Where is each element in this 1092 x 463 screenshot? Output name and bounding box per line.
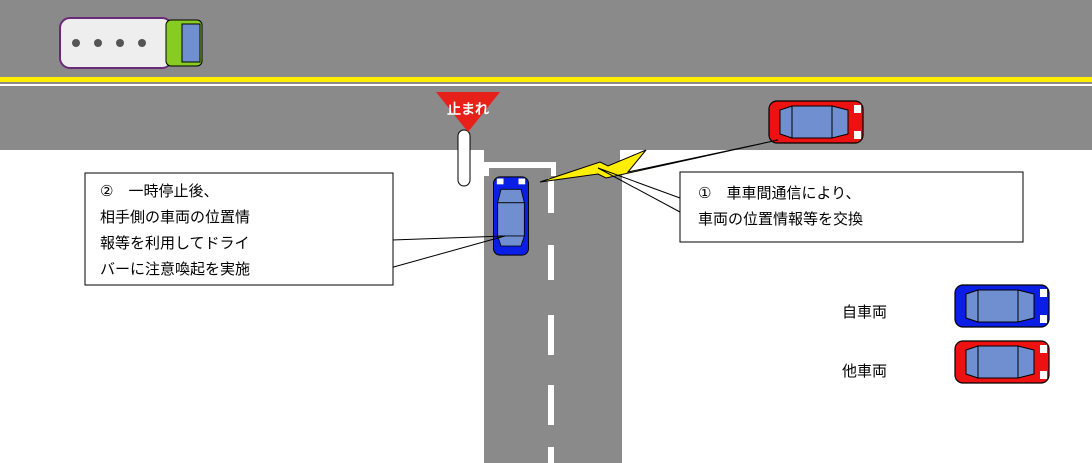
stop-sign-triangle — [436, 92, 500, 132]
v2v-lightning-icon — [539, 139, 779, 183]
road-edge-line — [0, 84, 1092, 86]
stop-sign-text: 止まれ — [447, 101, 489, 118]
svg-text:① 車車間通信により、 車両の位置情報等を交換: ① 車車間通信により、 車両の位置情報等を交換 — [698, 184, 865, 228]
callout-2-line-3: 報等を利用してドライ — [100, 234, 250, 252]
own-vehicle-car — [492, 176, 530, 256]
callout-1-line-2: 車両の位置情報等を交換 — [698, 210, 863, 228]
legend-other-vehicle-swatch — [954, 340, 1050, 384]
callout-2-pointer — [389, 235, 506, 269]
corner-mark-left — [484, 162, 489, 176]
corner-mark-far — [620, 150, 623, 164]
callout-2-line-2: 相手側の車両の位置情 — [100, 208, 250, 226]
callout-1: ① 車車間通信により、 車両の位置情報等を交換 — [597, 167, 1024, 243]
legend-other-vehicle-label: 他車両 — [842, 362, 887, 380]
center-line — [0, 77, 1092, 82]
stop-sign-pole — [457, 129, 471, 187]
dashed-lane-line — [548, 178, 554, 463]
other-vehicle-car — [768, 100, 864, 144]
legend: 自車両 他車両 — [842, 284, 1050, 384]
legend-own-vehicle-swatch — [954, 284, 1050, 328]
stop-line — [484, 162, 556, 168]
corner-mark-right — [551, 162, 556, 176]
callout-1-line-1: ① 車車間通信により、 — [698, 184, 861, 202]
legend-own-vehicle-label: 自車両 — [842, 303, 887, 321]
callout-2-box — [84, 172, 394, 286]
callout-1-box — [679, 171, 1024, 243]
stop-sign: 止まれ — [436, 92, 500, 187]
callout-2-line-4: バーに注意喚起を実施 — [100, 260, 250, 278]
truck — [59, 17, 203, 69]
svg-text:② 一時停止後、 相手側の車両の位置情: ② 一時停止後、 相手側の車両の位置情 報等を利用してドライ バーに注意喚起を実… — [100, 182, 255, 278]
callout-2: ② 一時停止後、 相手側の車両の位置情 報等を利用してドライ バーに注意喚起を実… — [84, 172, 506, 286]
callout-1-pointer — [597, 167, 681, 213]
callout-2-line-1: ② 一時停止後、 — [100, 182, 218, 200]
